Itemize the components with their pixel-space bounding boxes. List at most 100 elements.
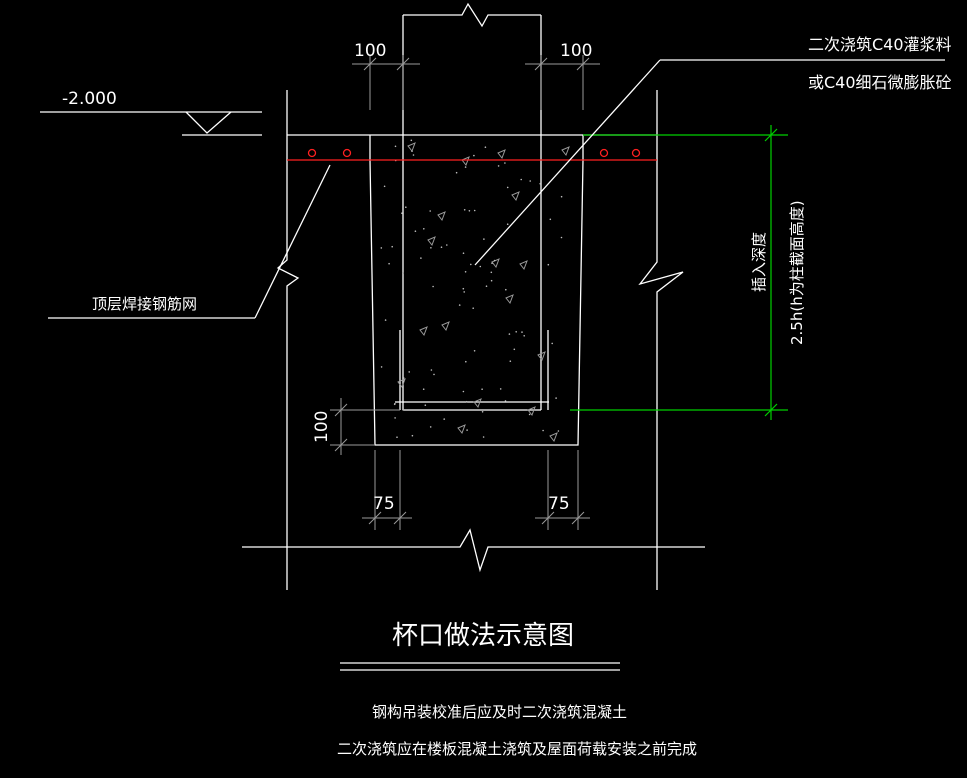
aggregate-dot bbox=[490, 279, 493, 282]
aggregate-dot bbox=[468, 210, 471, 212]
dim-side: 100 bbox=[312, 411, 332, 443]
aggregate-dot bbox=[521, 331, 523, 333]
aggregate-dot bbox=[549, 218, 552, 221]
aggregate-dot bbox=[429, 426, 432, 428]
aggregate-dot bbox=[560, 195, 563, 198]
elevation-value: -2.000 bbox=[62, 89, 117, 109]
column bbox=[395, 2, 549, 411]
aggregate-dot bbox=[463, 291, 466, 293]
aggregate-dot bbox=[462, 252, 465, 254]
aggregate-dot bbox=[401, 212, 403, 214]
aggregate-mark bbox=[419, 326, 428, 336]
aggregate-mark bbox=[491, 258, 500, 268]
dimension-side: 100 bbox=[312, 398, 400, 455]
aggregate-dot bbox=[499, 388, 502, 390]
aggregate-dot bbox=[462, 287, 465, 290]
aggregate-mark bbox=[561, 146, 570, 156]
note-line2: 二次浇筑应在楼板混凝土浇筑及屋面荷载安装之前完成 bbox=[337, 740, 697, 758]
aggregate-dot bbox=[455, 171, 458, 174]
aggregate-dot bbox=[473, 350, 476, 352]
aggregate-mark bbox=[549, 432, 558, 442]
aggregate-mark bbox=[397, 378, 406, 388]
aggregate-dot bbox=[473, 154, 475, 157]
aggregate-dot bbox=[465, 360, 467, 363]
aggregate-mark bbox=[511, 191, 520, 201]
aggregate-mark bbox=[427, 236, 436, 246]
aggregate-dot bbox=[465, 400, 468, 403]
aggregate-dot bbox=[506, 186, 509, 189]
aggregate-dot bbox=[479, 265, 482, 268]
aggregate-mark bbox=[407, 142, 416, 152]
aggregate-dot bbox=[470, 263, 472, 266]
aggregate-dot bbox=[396, 436, 398, 439]
note-mesh: 顶层焊接钢筋网 bbox=[92, 295, 197, 313]
aggregate-dot bbox=[483, 238, 485, 240]
aggregate-dot bbox=[440, 246, 443, 248]
dim-top-right: 100 bbox=[560, 41, 592, 61]
aggregate-dot bbox=[555, 397, 557, 399]
aggregate-dot bbox=[547, 263, 550, 266]
aggregate-dot bbox=[491, 262, 493, 265]
aggregate-dot bbox=[539, 182, 541, 185]
dim-bottom-left: 75 bbox=[373, 494, 395, 514]
aggregate-mark bbox=[519, 260, 528, 270]
aggregate-dot bbox=[411, 150, 413, 152]
note-grout-line2: 或C40细石微膨胀砼 bbox=[808, 73, 952, 92]
aggregate-dot bbox=[388, 262, 390, 265]
aggregate-dot bbox=[412, 154, 415, 156]
dim-top-left: 100 bbox=[354, 41, 386, 61]
aggregate-dot bbox=[557, 430, 560, 432]
aggregate-mark bbox=[505, 294, 514, 304]
aggregate-dot bbox=[542, 429, 544, 432]
concrete-hatch bbox=[380, 139, 570, 442]
aggregate-dot bbox=[402, 272, 404, 275]
aggregate-dot bbox=[466, 429, 468, 431]
insertion-depth-dimension: 插入深度 2.5h(h为柱截面高度) bbox=[570, 125, 806, 420]
aggregate-dot bbox=[423, 228, 425, 230]
aggregate-dot bbox=[482, 436, 485, 438]
aggregate-dot bbox=[391, 245, 394, 248]
aggregate-dot bbox=[394, 417, 396, 419]
aggregate-mark bbox=[527, 406, 536, 416]
aggregate-dot bbox=[509, 360, 512, 363]
aggregate-dot bbox=[481, 411, 484, 413]
aggregate-mark bbox=[457, 424, 466, 434]
aggregate-dot bbox=[380, 366, 383, 368]
aggregate-dot bbox=[504, 162, 506, 164]
aggregate-dot bbox=[484, 146, 487, 148]
aggregate-dot bbox=[551, 342, 553, 345]
aggregate-dot bbox=[497, 165, 500, 167]
dimension-bottom: 75 75 bbox=[362, 450, 590, 530]
aggregate-dot bbox=[528, 413, 531, 416]
elevation-mark: -2.000 bbox=[40, 89, 262, 136]
aggregate-dot bbox=[505, 288, 507, 291]
aggregate-dot bbox=[529, 180, 531, 182]
aggregate-dot bbox=[481, 388, 483, 391]
aggregate-dot bbox=[560, 236, 563, 239]
drawing-title: 杯口做法示意图 bbox=[392, 621, 574, 651]
aggregate-dot bbox=[463, 209, 466, 211]
aggregate-dot bbox=[462, 390, 465, 393]
aggregate-dot bbox=[473, 209, 476, 212]
note-grout-line1: 二次浇筑C40灌浆料 bbox=[808, 35, 952, 54]
mesh-leader: 顶层焊接钢筋网 bbox=[48, 164, 331, 319]
aggregate-dot bbox=[405, 206, 407, 208]
aggregate-mark bbox=[537, 351, 546, 361]
foundation-outline bbox=[242, 90, 705, 590]
aggregate-dot bbox=[380, 247, 383, 249]
cup-socket bbox=[369, 135, 584, 446]
aggregate-dot bbox=[458, 304, 461, 306]
aggregate-dot bbox=[443, 418, 446, 420]
aggregate-mark bbox=[473, 398, 482, 408]
aggregate-dot bbox=[523, 335, 525, 337]
dimension-top: 100 100 bbox=[352, 41, 600, 110]
aggregate-dot bbox=[506, 223, 509, 225]
note-line1: 钢构吊装校准后应及时二次浇筑混凝土 bbox=[372, 703, 627, 721]
aggregate-dot bbox=[429, 210, 432, 212]
aggregate-dot bbox=[422, 388, 425, 391]
aggregate-dot bbox=[414, 230, 417, 232]
aggregate-dot bbox=[520, 178, 522, 181]
aggregate-dot bbox=[411, 434, 414, 437]
aggregate-dot bbox=[508, 333, 511, 335]
grout-leader: 二次浇筑C40灌浆料 或C40细石微膨胀砼 bbox=[474, 35, 952, 266]
